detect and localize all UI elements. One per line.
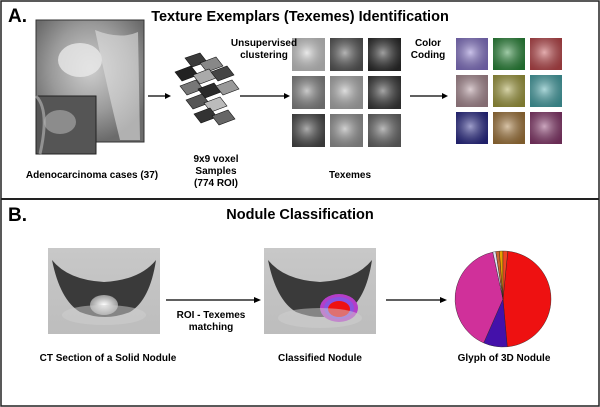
texeme-color-tile (530, 112, 562, 144)
texeme-gray-tile (330, 38, 363, 71)
arrow-samples-to-texemes (240, 93, 290, 99)
pie-slice (502, 251, 552, 348)
texeme-color-tile (493, 38, 525, 70)
glyph-label: Glyph of 3D Nodule (457, 353, 551, 364)
arrow-roi-matching (166, 297, 261, 303)
texeme-color-tile (456, 112, 488, 144)
color-coding-label-line-2: Coding (410, 50, 446, 61)
glyph-3d-nodule-pie (454, 250, 552, 348)
texeme-color-tile (456, 38, 488, 70)
voxel-samples-cluster (174, 52, 240, 126)
texeme-gray-tile (330, 114, 363, 147)
arrow-texemes-to-color (410, 93, 448, 99)
adenocarcinoma-ct-stack (34, 19, 145, 155)
roi-matching-label-line-2: matching (188, 322, 234, 333)
texeme-color-grid (456, 38, 562, 144)
panel-a-letter: A. (8, 6, 27, 27)
texemes-label: Texemes (328, 170, 372, 181)
clustering-label-line-2: clustering (240, 50, 288, 61)
texeme-color-tile (530, 75, 562, 107)
texeme-grayscale-grid (292, 38, 401, 147)
texeme-gray-tile (368, 114, 401, 147)
arrow-cases-to-samples (148, 93, 171, 99)
samples-label: 9x9 voxel Samples (774 ROI) (176, 154, 256, 190)
arrow-to-glyph (386, 297, 447, 303)
classified-nodule-label: Classified Nodule (278, 353, 362, 364)
pie-slice (502, 250, 509, 300)
texeme-color-tile (530, 38, 562, 70)
clustering-label-line-1: Unsupervised (230, 38, 298, 49)
texeme-color-tile (493, 75, 525, 107)
color-coding-label-line-1: Color (414, 38, 442, 49)
texeme-color-tile (493, 112, 525, 144)
texeme-color-tile (456, 75, 488, 107)
panel-b-letter: B. (8, 205, 27, 226)
pie-slice (454, 251, 504, 344)
classified-nodule-image (264, 248, 376, 334)
samples-label-line-3: (774 ROI) (194, 178, 238, 189)
roi-matching-label: ROI - Texemes matching (166, 310, 256, 334)
texeme-gray-tile (330, 76, 363, 109)
samples-label-line-1: 9x9 voxel (193, 154, 239, 165)
texeme-gray-tile (292, 114, 325, 147)
texeme-gray-tile (292, 38, 325, 71)
panel-b-title: Nodule Classification (226, 207, 374, 223)
color-coding-label: Color Coding (398, 38, 458, 62)
texeme-gray-tile (368, 76, 401, 109)
cases-label: Adenocarcinoma cases (37) (25, 170, 159, 181)
texeme-gray-tile (368, 38, 401, 71)
texeme-gray-tile (292, 76, 325, 109)
ct-section-label: CT Section of a Solid Nodule (39, 353, 177, 364)
ct-solid-nodule-image (48, 248, 160, 334)
roi-matching-label-line-1: ROI - Texemes (176, 310, 246, 321)
panel-a-title: Texture Exemplars (Texemes) Identificati… (151, 9, 449, 25)
clustering-label: Unsupervised clustering (224, 38, 304, 62)
samples-label-line-2: Samples (195, 166, 237, 177)
